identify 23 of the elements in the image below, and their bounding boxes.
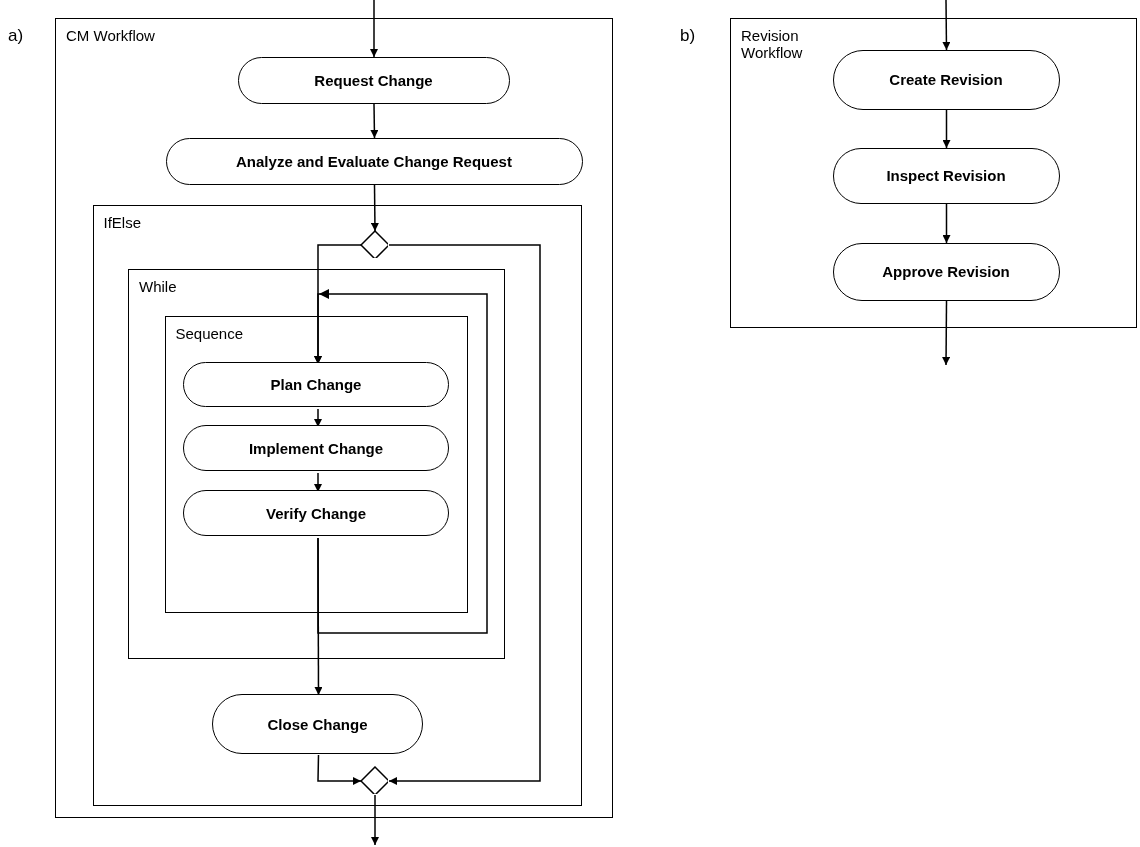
container-label: IfElse — [103, 213, 141, 231]
activity-pill: Close Change — [212, 694, 423, 754]
panel-label: b) — [680, 26, 696, 46]
activity-pill: Inspect Revision — [832, 147, 1060, 204]
activity-pill: Approve Revision — [832, 242, 1060, 301]
container-box — [92, 204, 582, 806]
container-box — [128, 269, 505, 659]
container-box — [730, 18, 1137, 328]
activity-pill: Analyze and Evaluate Change Request — [165, 137, 583, 185]
activity-pill: Implement Change — [183, 425, 449, 471]
activity-pill: Create Revision — [832, 49, 1060, 110]
activity-pill: Plan Change — [183, 362, 449, 407]
activity-pill: Verify Change — [183, 490, 449, 536]
container-box — [164, 315, 468, 613]
decision-diamond — [360, 230, 388, 258]
container-box — [55, 18, 613, 818]
panel-label: a) — [8, 26, 24, 46]
decision-diamond — [360, 766, 388, 794]
container-label: Sequence — [175, 324, 244, 342]
container-label: Revision Workflow — [741, 27, 804, 62]
container-label: While — [139, 278, 177, 296]
activity-pill: Request Change — [237, 56, 510, 104]
container-label: CM Workflow — [66, 27, 155, 45]
